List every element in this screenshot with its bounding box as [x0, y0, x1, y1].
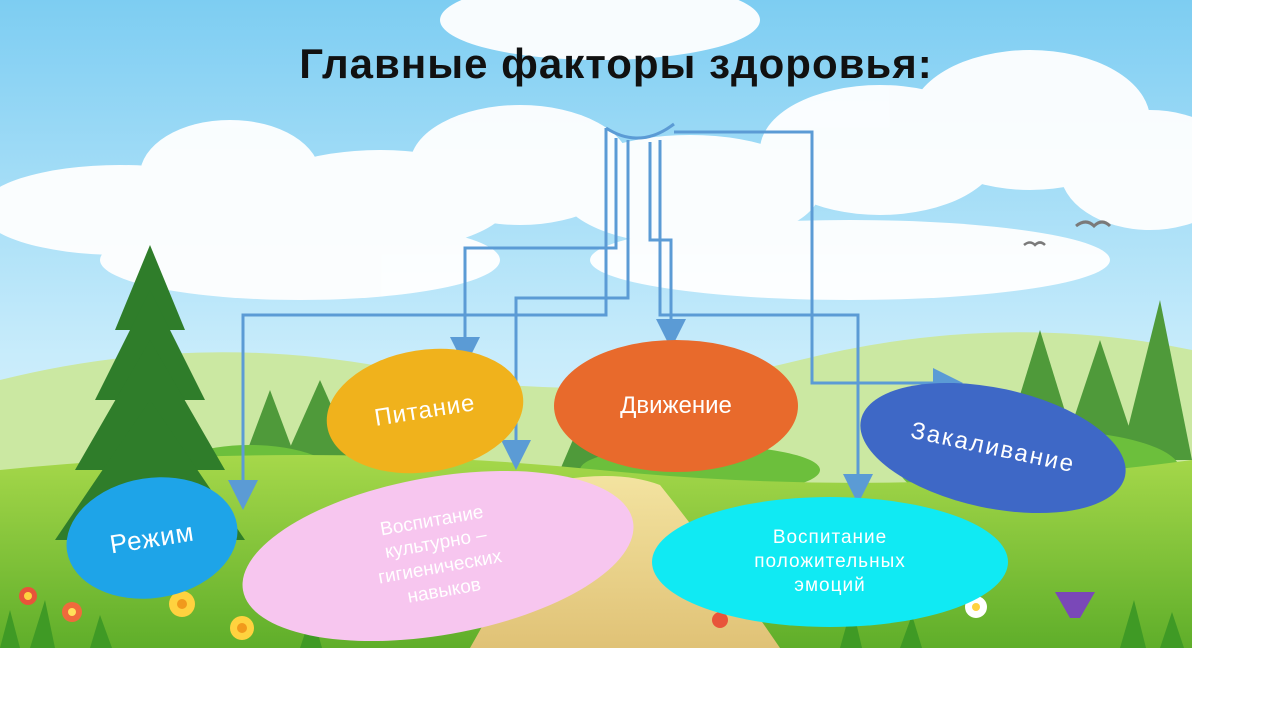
factor-nutrition-label: Питание	[372, 389, 478, 432]
bird-icon	[1075, 220, 1112, 229]
factor-hardening-label: Закаливание	[908, 416, 1078, 479]
connector-lines	[228, 122, 963, 510]
connector-hardening	[674, 130, 963, 398]
bird-icon	[1023, 241, 1046, 247]
connector-emotions	[658, 140, 873, 504]
slide-title: Главные факторы здоровья:	[299, 40, 933, 87]
factor-movement-label: Движение	[620, 392, 732, 419]
factor-hygiene-label: Воспитание культурно – гигиенических нав…	[376, 501, 504, 608]
connector-hygiene	[501, 140, 630, 470]
connector-regime	[228, 128, 608, 510]
flowers	[19, 587, 1095, 640]
factor-movement: Движение	[554, 340, 798, 472]
factor-emotions-label: Воспитание положительных эмоций	[754, 527, 906, 596]
factor-emotions: Воспитание положительных эмоций	[652, 497, 1008, 627]
hub-arc	[605, 122, 675, 140]
factor-regime-label: Режим	[107, 516, 197, 560]
slide-canvas: Главные факторы здоровья: Режим Питание …	[0, 0, 1192, 648]
connector-nutrition	[450, 138, 618, 367]
clouds	[0, 0, 1192, 300]
